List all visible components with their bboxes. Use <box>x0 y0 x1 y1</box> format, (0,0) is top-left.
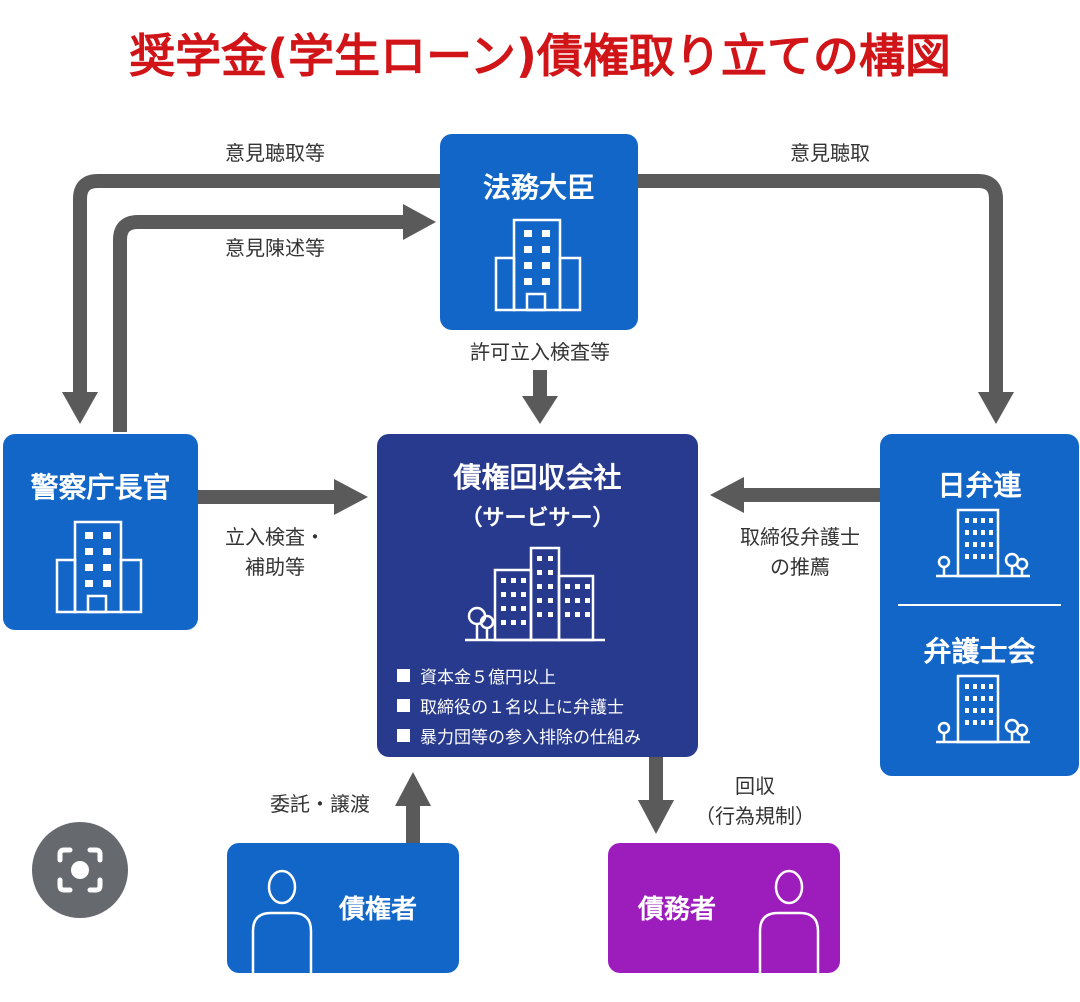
arrowhead-bar-in <box>978 392 1014 424</box>
node-bar-association-title: 弁護士会 <box>923 635 1036 668</box>
node-servicer: 債権回収会社 （サービサー） 資本金５億円以上 <box>377 434 698 757</box>
office-building-icon <box>936 508 1030 578</box>
person-icon <box>251 869 313 973</box>
label-police-to-servicer: 立入検査・ 補助等 <box>205 522 345 582</box>
person-icon <box>758 869 820 973</box>
arrowhead-servicer-right-in <box>710 477 744 513</box>
node-title: 債権者 <box>339 895 418 925</box>
square-bullet-icon <box>397 728 410 742</box>
label-line: 立入検査・ <box>225 525 325 549</box>
arrow-minister-to-bar <box>638 174 1003 392</box>
node-police: 警察庁長官 <box>3 434 198 630</box>
requirement-text: 取締役の１名以上に弁護士 <box>420 697 624 718</box>
label-minister-to-servicer: 許可立入検査等 <box>470 340 610 364</box>
label-minister-to-bar: 意見聴取 <box>790 141 870 165</box>
arrowhead-servicer-top-in <box>522 396 558 424</box>
list-item: 資本金５億円以上 <box>397 660 641 690</box>
node-subtitle: （サービサー） <box>460 506 615 531</box>
arrowhead-police-in <box>62 392 98 424</box>
arrowhead-minister-in <box>403 204 436 240</box>
square-bullet-icon <box>397 698 410 712</box>
list-item: 取締役の１名以上に弁護士 <box>397 690 641 720</box>
lens-search-button[interactable] <box>32 822 128 918</box>
label-bar-to-servicer: 取締役弁護士 の推薦 <box>715 522 885 582</box>
requirement-text: 暴力団等の参入排除の仕組み <box>420 727 641 748</box>
label-line: の推薦 <box>770 555 830 579</box>
node-creditor: 債権者 <box>227 843 459 973</box>
arrow-police-to-minister <box>113 215 403 432</box>
divider <box>898 604 1061 606</box>
city-buildings-icon <box>465 546 605 642</box>
node-bar-federation-title: 日弁連 <box>937 469 1022 502</box>
label-police-to-minister: 意見陳述等 <box>225 236 325 260</box>
square-bullet-icon <box>397 668 410 682</box>
node-title: 警察庁長官 <box>30 471 171 504</box>
label-line: 取締役弁護士 <box>740 525 860 549</box>
office-building-icon <box>55 520 143 614</box>
node-title: 債権回収会社 <box>453 461 622 494</box>
arrowhead-servicer-left-in <box>334 479 368 515</box>
diagram-title: 奨学金(学生ローン)債権取り立ての構図 <box>129 29 951 83</box>
requirement-text: 資本金５億円以上 <box>420 667 556 688</box>
node-debtor: 債務者 <box>608 843 840 973</box>
label-line: 補助等 <box>245 555 305 579</box>
node-title: 法務大臣 <box>482 171 595 204</box>
label-line: 回収 <box>735 774 775 798</box>
office-building-icon <box>936 674 1030 744</box>
arrowhead-debtor-in <box>638 800 674 834</box>
node-title: 債務者 <box>638 895 717 925</box>
label-line: （行為規制） <box>695 804 815 828</box>
servicer-requirements: 資本金５億円以上 取締役の１名以上に弁護士 暴力団等の参入排除の仕組み <box>397 660 641 750</box>
arrowhead-servicer-bottom-in <box>395 772 431 806</box>
office-building-icon <box>494 218 582 312</box>
node-bar-group: 日弁連 弁護士会 <box>880 434 1079 776</box>
lens-search-icon <box>57 847 103 893</box>
label-creditor-to-servicer: 委託・譲渡 <box>270 792 370 816</box>
list-item: 暴力団等の参入排除の仕組み <box>397 720 641 750</box>
node-minister: 法務大臣 <box>440 134 638 330</box>
arrow-minister-to-police <box>73 174 440 392</box>
label-minister-to-police: 意見聴取等 <box>225 141 325 165</box>
label-servicer-to-debtor: 回収 （行為規制） <box>680 771 830 831</box>
